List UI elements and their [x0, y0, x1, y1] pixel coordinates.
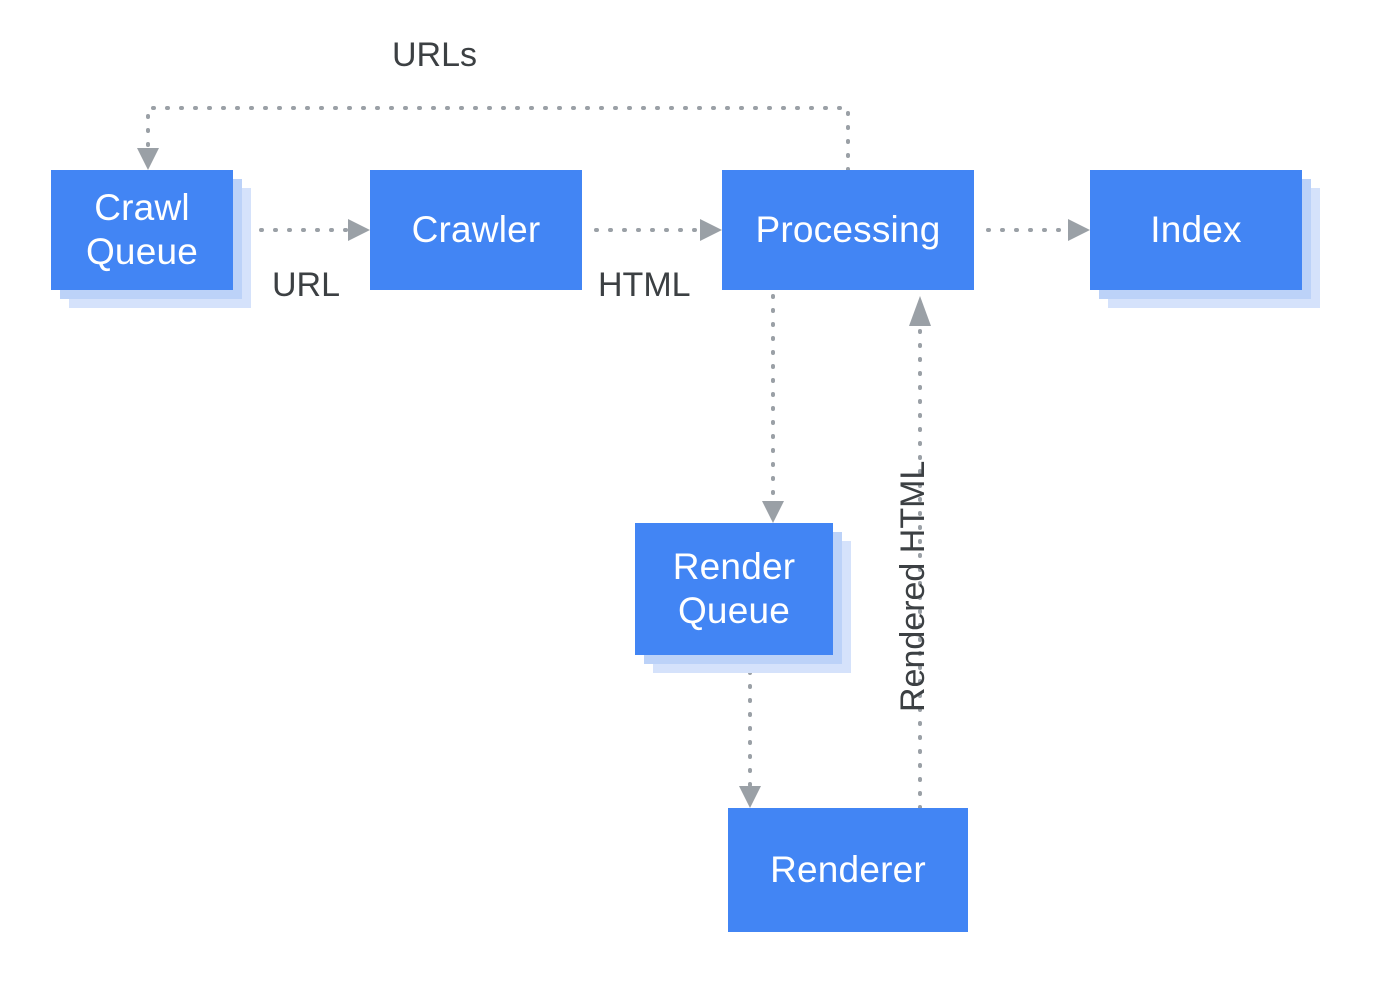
- edge-label-rendered-html: Rendered HTML: [894, 460, 932, 712]
- node-index[interactable]: Index: [1090, 170, 1320, 308]
- edge-label-url: URL: [272, 266, 341, 304]
- node-face-processing: Processing: [722, 170, 974, 290]
- node-label-crawler: Crawler: [411, 209, 541, 251]
- edge-processing-to-render-queue: [762, 294, 784, 523]
- node-label-processing: Processing: [755, 209, 941, 251]
- node-face-crawler: Crawler: [370, 170, 582, 290]
- edge-processing-to-crawl-queue: [137, 106, 850, 172]
- node-label-index: Index: [1150, 209, 1242, 251]
- node-label-crawl-queue: Crawl Queue: [85, 187, 199, 272]
- node-crawl-queue[interactable]: Crawl Queue: [51, 170, 251, 308]
- node-processing[interactable]: Processing: [722, 170, 974, 290]
- edge-render-queue-to-renderer: [739, 670, 761, 808]
- node-face-index: Index: [1090, 170, 1302, 290]
- node-render-queue[interactable]: Render Queue: [635, 523, 851, 673]
- edge-processing-to-index: [986, 219, 1090, 241]
- node-renderer[interactable]: Renderer: [728, 808, 968, 932]
- node-face-renderer: Renderer: [728, 808, 968, 932]
- node-label-renderer: Renderer: [770, 849, 926, 891]
- edge-label-urls: URLs: [392, 36, 478, 74]
- node-crawler[interactable]: Crawler: [370, 170, 582, 290]
- node-face-crawl-queue: Crawl Queue: [51, 170, 233, 290]
- node-face-render-queue: Render Queue: [635, 523, 833, 655]
- edge-crawl-queue-to-crawler: [245, 219, 370, 241]
- edge-crawler-to-processing: [594, 219, 722, 241]
- node-label-render-queue: Render Queue: [672, 546, 796, 631]
- edge-label-html: HTML: [598, 266, 691, 304]
